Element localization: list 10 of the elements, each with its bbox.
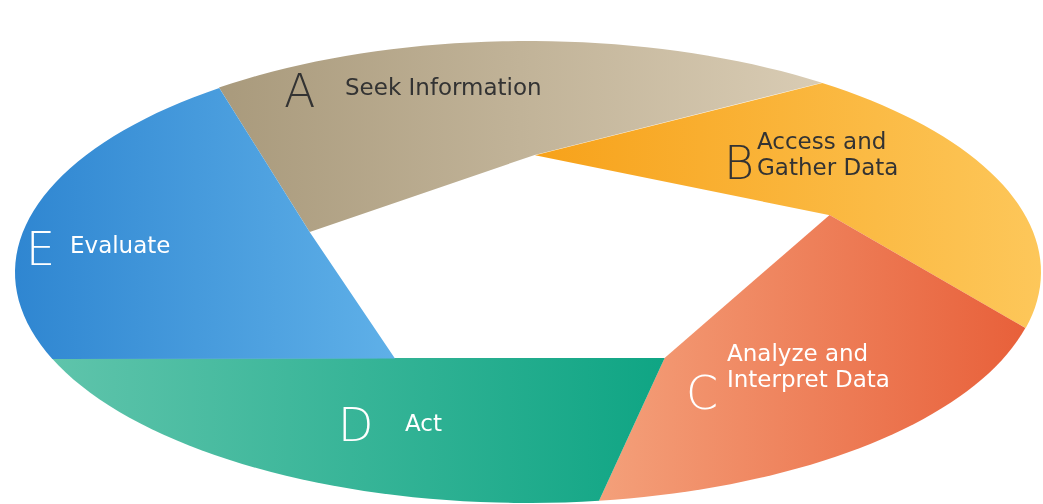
- step-label: Evaluate: [70, 232, 172, 259]
- step-label: Access and Gather Data: [757, 128, 900, 181]
- step-letter: D: [338, 402, 374, 448]
- step-letter: B: [724, 140, 755, 186]
- step-label: Act: [405, 410, 443, 437]
- step-letter: A: [284, 68, 316, 114]
- step-label: Analyze and Interpret Data: [727, 340, 891, 393]
- step-label: Seek Information: [345, 74, 543, 101]
- step-letter: C: [686, 370, 719, 416]
- step-letter: E: [26, 226, 56, 272]
